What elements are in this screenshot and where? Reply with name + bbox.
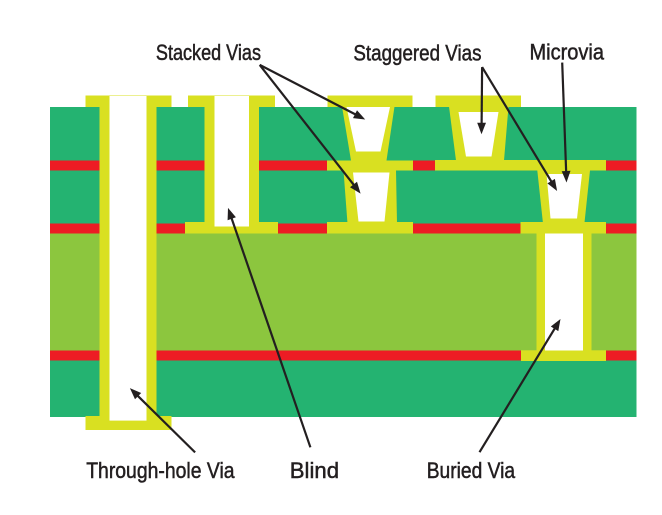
svg-text:Staggered Vias: Staggered Vias	[353, 40, 481, 65]
svg-text:Buried Via: Buried Via	[427, 458, 516, 483]
svg-text:Blind: Blind	[290, 458, 339, 483]
svg-text:Through-hole Via: Through-hole Via	[86, 458, 235, 483]
svg-text:Microvia: Microvia	[530, 40, 605, 65]
svg-text:Stacked Vias: Stacked Vias	[156, 40, 261, 65]
